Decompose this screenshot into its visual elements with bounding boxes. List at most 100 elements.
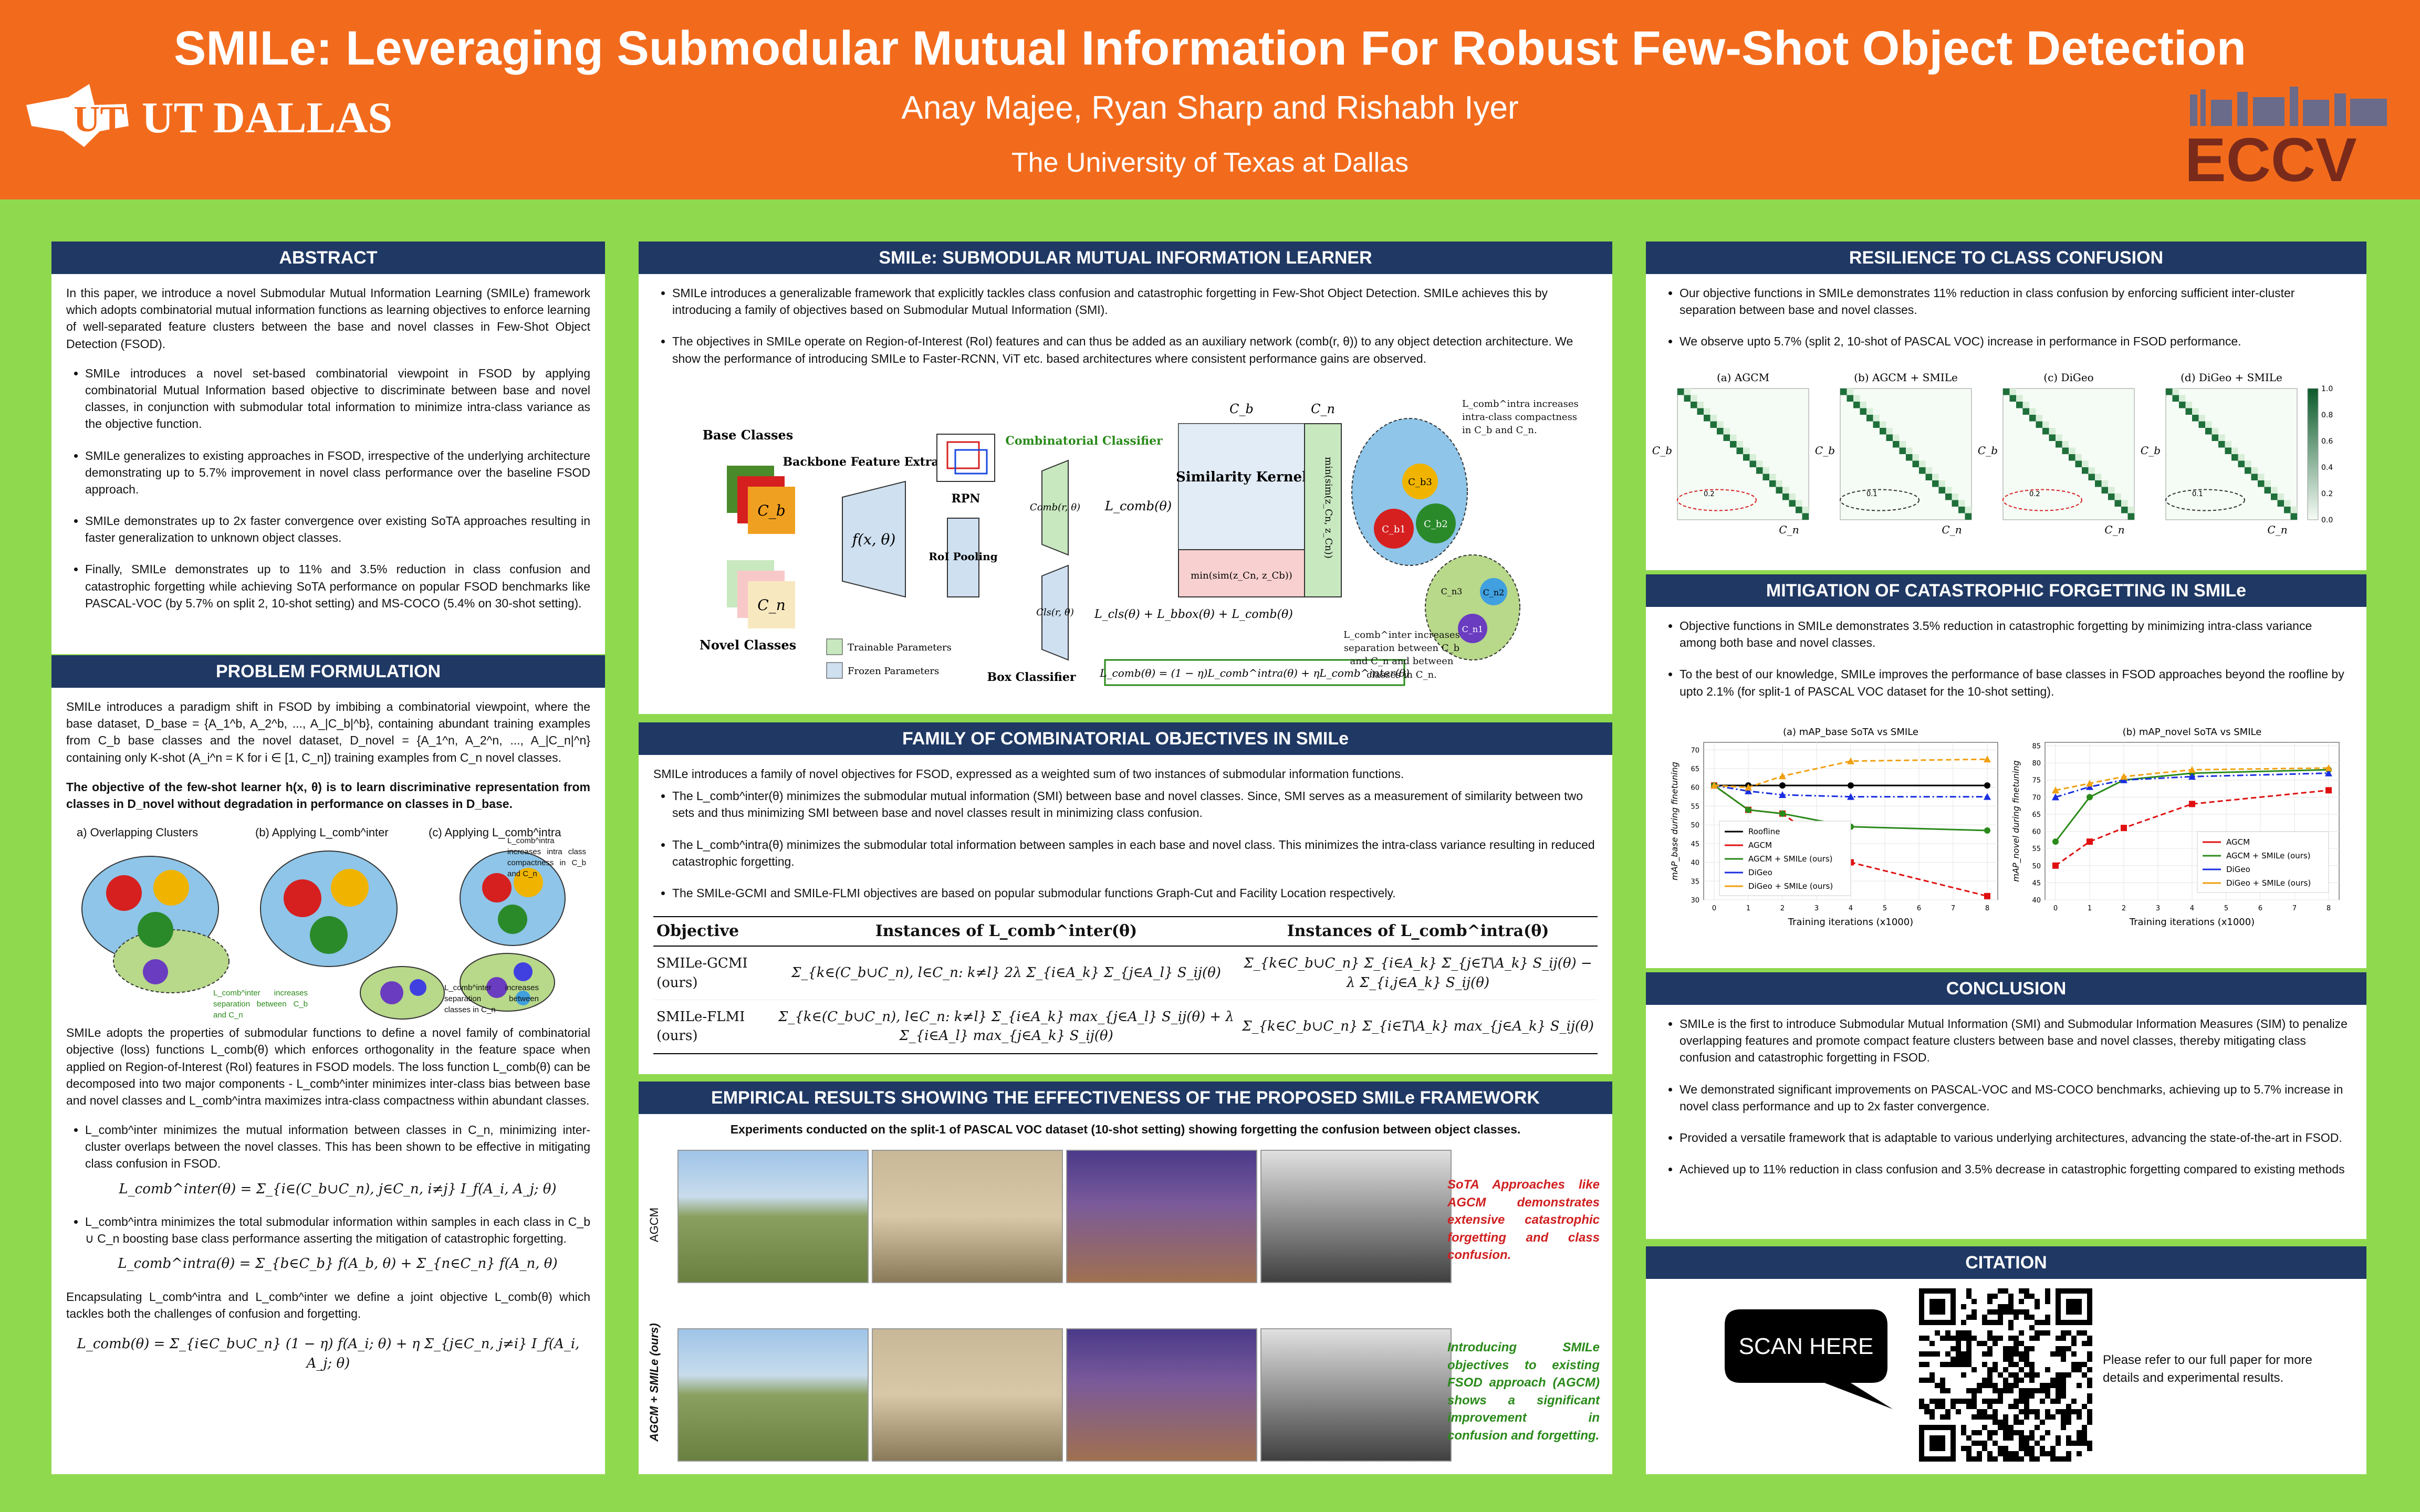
fig-note-inter-1: L_comb^inter increases separation betwee… (213, 989, 308, 1020)
chart-title: (a) mAP_base SoTA vs SMILe (1783, 727, 1918, 738)
matrix-cell (1710, 415, 1717, 422)
qr-module (2003, 1378, 2008, 1383)
qr-module (2008, 1346, 2014, 1351)
matrix-cell (2277, 500, 2284, 507)
qr-module (1977, 1441, 1982, 1446)
qr-module (1945, 1351, 1950, 1357)
table-cell: Σ_{k∈C_b∪C_n} Σ_{i∈A_k} Σ_{j∈T\A_k} S_ij… (1238, 946, 1598, 1000)
data-point (2188, 773, 2196, 780)
label-note-inter: L_comb^inter increases separation betwee… (1343, 629, 1460, 680)
matrix-cell (2251, 474, 2258, 480)
qr-module (1956, 1399, 1961, 1404)
qr-module (2014, 1315, 2019, 1320)
label-rpn: RPN (952, 492, 980, 506)
problem-heading: PROBLEM FORMULATION (51, 655, 605, 688)
ut-dallas-logo: UT UT DALLAS (26, 84, 392, 147)
family-intro: SMILe introduces a family of novel objec… (653, 767, 1404, 781)
qr-module (2045, 1414, 2050, 1420)
qr-module (2056, 1336, 2061, 1341)
qr-module (2019, 1435, 2024, 1441)
qr-module (2066, 1435, 2071, 1441)
label-cluster: C_b1 (1382, 524, 1406, 535)
matrix-cell (1925, 474, 1932, 480)
qr-module (1998, 1315, 2003, 1320)
matrix-cell (1965, 513, 1972, 520)
matrix-cell (2127, 513, 2134, 520)
label-novel-classes: Novel Classes (700, 637, 796, 653)
qr-module (2008, 1383, 2014, 1388)
data-point (1984, 892, 1990, 899)
qr-module (2008, 1309, 2014, 1315)
qr-code[interactable] (1919, 1288, 2092, 1462)
architecture-diagram: Base Classes C_b C_n Novel Classes Backb… (700, 398, 1579, 686)
colorbar-tick: 0.2 (2321, 490, 2333, 498)
qr-module (2071, 1399, 2077, 1404)
conclusion-panel: CONCLUSION SMILe is the first to introdu… (1646, 972, 2366, 1239)
result-photo-1 (677, 1150, 869, 1283)
matrix-cell (1938, 487, 1945, 494)
qr-module (1950, 1357, 1956, 1362)
qr-module (2003, 1435, 2008, 1441)
data-point (1745, 806, 1751, 813)
qr-module (2045, 1451, 2050, 1456)
qr-module (1929, 1414, 1935, 1420)
x-tick-label: 7 (1951, 905, 1955, 912)
legend-label: DiGeo + SMILe (ours) (1748, 881, 1833, 891)
table-row: SMILe-GCMI (ours) Σ_{k∈(C_b∪C_n), l∈C_n:… (653, 946, 1598, 1000)
abstract-bullet: SMILe introduces a novel set-based combi… (85, 365, 590, 433)
qr-module (1993, 1383, 1998, 1388)
matrix-cell (2108, 494, 2115, 500)
qr-module (1945, 1330, 1950, 1336)
poster-header: UT UT DALLAS SMILe: Leveraging Submodula… (0, 0, 2420, 200)
matrix-cell (2212, 434, 2218, 441)
qr-module (1924, 1378, 1929, 1383)
qr-module (2003, 1383, 2008, 1388)
matrix-cell (2198, 421, 2205, 428)
label-frozen: Frozen Parameters (848, 666, 939, 677)
forgetting-panel: MITIGATION OF CATASTROPHIC FORGETTING IN… (1646, 574, 2366, 968)
matrix-cell (2042, 428, 2049, 435)
qr-module (2003, 1304, 2008, 1309)
qr-module (2066, 1420, 2071, 1425)
qr-module (1924, 1351, 1929, 1357)
qr-module (2045, 1409, 2050, 1414)
qr-module (2024, 1414, 2029, 1420)
data-point (2052, 793, 2059, 801)
qr-module (1993, 1409, 1998, 1414)
matrix-cell (2238, 454, 2245, 461)
matrix-cell (1847, 395, 1853, 402)
matrix-cell (2271, 494, 2278, 500)
qr-module (1956, 1357, 1961, 1362)
qr-module (1966, 1446, 1972, 1451)
poster-authors: Anay Majee, Ryan Sharp and Rishabh Iyer (901, 90, 1519, 126)
label-cluster: C_n2 (1483, 587, 1505, 597)
matrix-cell (2016, 402, 2023, 408)
qr-module (2087, 1409, 2092, 1414)
qr-module (2087, 1378, 2092, 1383)
qr-module (1956, 1336, 1961, 1341)
problem-b2: L_comb^intra minimizes the total submodu… (85, 1215, 590, 1246)
colorbar-tick: 1.0 (2321, 385, 2333, 393)
qr-module (2008, 1362, 2014, 1367)
qr-module (2029, 1315, 2035, 1320)
result-photo-3 (1066, 1150, 1257, 1283)
qr-module (2014, 1341, 2019, 1346)
qr-module (2035, 1304, 2040, 1309)
qr-module (1982, 1399, 1987, 1404)
qr-module (1956, 1330, 1961, 1336)
qr-module (2019, 1299, 2024, 1304)
qr-module (2045, 1315, 2050, 1320)
qr-module (1993, 1456, 1998, 1462)
qr-module (2024, 1309, 2029, 1315)
cluster-diagram (81, 850, 566, 1020)
qr-finder (1929, 1435, 1945, 1451)
qr-module (2024, 1404, 2029, 1409)
table-header: Instances of L_comb^intra(θ) (1238, 916, 1598, 947)
result-photo-2 (872, 1150, 1063, 1283)
qr-module (2014, 1404, 2019, 1409)
problem-p2: The objective of the few-shot learner h(… (66, 780, 590, 811)
qr-module (2014, 1414, 2019, 1420)
qr-module (1966, 1330, 1972, 1336)
